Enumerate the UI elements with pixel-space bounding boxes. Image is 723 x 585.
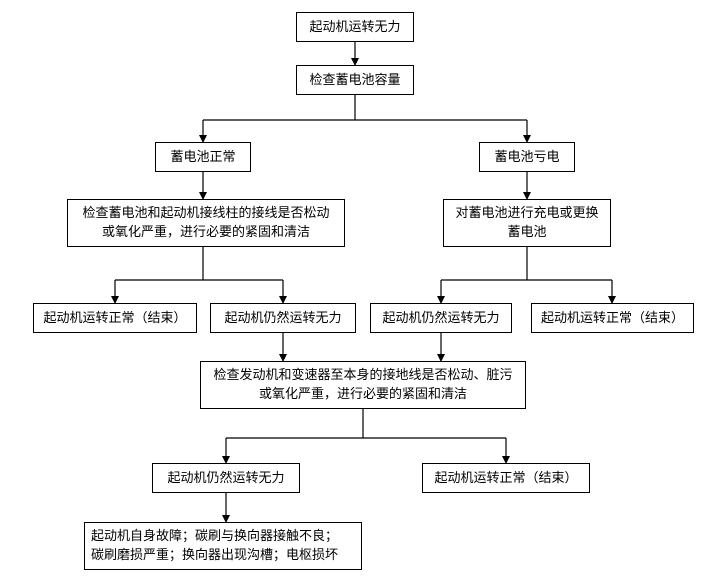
node-start: 起动机运转无力 [296,12,414,42]
node-check-battery: 检查蓄电池容量 [296,65,414,95]
node-check-terminals-label: 检查蓄电池和起动机接线柱的接线是否松动 或氧化严重，进行必要的紧固和清洁 [82,206,330,240]
node-charge-replace: 对蓄电池进行充电或更换 蓄电池 [443,199,611,247]
node-left-still-weak: 起动机仍然运转无力 [210,303,356,333]
node-final-still-weak-label: 起动机仍然运转无力 [167,470,285,486]
node-right-normal: 起动机运转正常（结束） [531,303,694,333]
node-battery-low: 蓄电池亏电 [479,142,575,172]
node-final-normal-label: 起动机运转正常（结束） [434,470,578,486]
node-battery-ok-label: 蓄电池正常 [170,149,236,165]
node-right-normal-label: 起动机运转正常（结束） [540,310,684,326]
node-left-normal: 起动机运转正常（结束） [33,303,197,333]
node-left-still-weak-label: 起动机仍然运转无力 [224,310,342,326]
node-starter-fault-label: 起动机自身故障；碳刷与换向器接触不良； 碳刷磨损严重；换向器出现沟槽；电枢损坏 [91,529,339,563]
node-right-still-weak: 起动机仍然运转无力 [370,303,512,333]
node-check-terminals: 检查蓄电池和起动机接线柱的接线是否松动 或氧化严重，进行必要的紧固和清洁 [67,199,345,247]
node-right-still-weak-label: 起动机仍然运转无力 [382,310,500,326]
node-check-ground: 检查发动机和变速器至本身的接地线是否松动、脏污 或氧化严重，进行必要的紧固和清洁 [200,361,526,409]
node-final-normal: 起动机运转正常（结束） [422,463,590,493]
node-battery-low-label: 蓄电池亏电 [494,149,560,165]
node-check-battery-label: 检查蓄电池容量 [309,72,401,88]
node-final-still-weak: 起动机仍然运转无力 [152,463,300,493]
node-charge-replace-label: 对蓄电池进行充电或更换 蓄电池 [455,206,599,240]
node-check-ground-label: 检查发动机和变速器至本身的接地线是否松动、脏污 或氧化严重，进行必要的紧固和清洁 [213,368,513,402]
node-start-label: 起动机运转无力 [309,19,401,35]
node-starter-fault: 起动机自身故障；碳刷与换向器接触不良； 碳刷磨损严重；换向器出现沟槽；电枢损坏 [84,522,362,570]
node-battery-ok: 蓄电池正常 [155,142,251,172]
node-left-normal-label: 起动机运转正常（结束） [43,310,187,326]
